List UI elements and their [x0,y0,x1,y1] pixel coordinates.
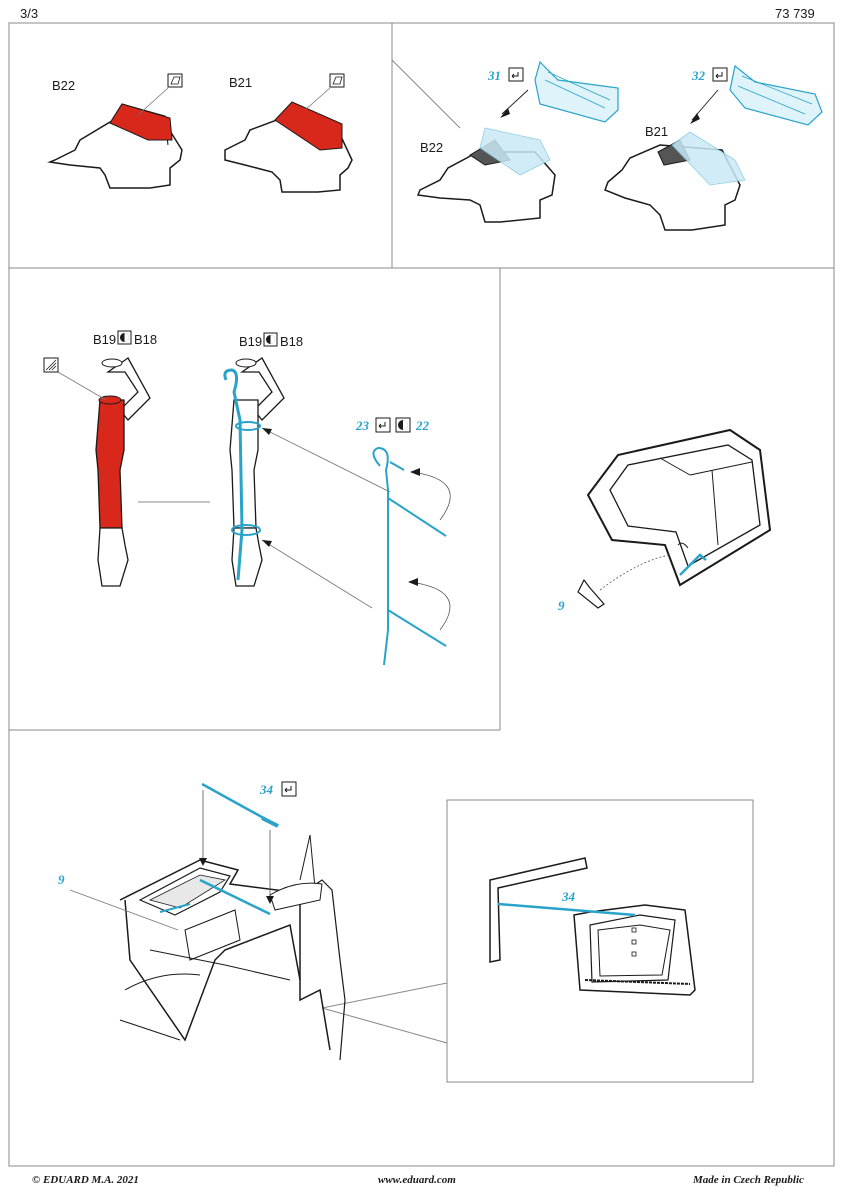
label-part-31: 31 [488,68,501,83]
label-part-9-canopy: 9 [558,598,565,613]
label-b22-right: B22 [420,140,444,155]
label-b21-right: B21 [645,124,669,139]
etched-wire-23-22 [372,417,451,666]
cowl-b22-right [416,60,619,223]
cowl-b21-left [224,73,353,193]
label-b21-left: B21 [229,75,253,90]
label-b19-b: B19 [239,334,263,349]
footer-copyright: © EDUARD M.A. 2021 [32,1174,139,1186]
footer-website: www.eduard.com [378,1174,456,1186]
label-b18-b: B18 [280,334,304,349]
label-part-9-cockpit: 9 [58,872,65,887]
product-code: 73 739 [775,6,815,21]
label-b19-a: B19 [93,332,117,347]
footer-made-in: Made in Czech Republic [693,1174,804,1186]
stick-red [43,357,151,587]
cowl-b21-right [604,64,823,231]
label-part-32: 32 [692,68,705,83]
detail-inset [489,857,696,996]
label-b18-a: B18 [134,332,158,347]
label-part-34: 34 [260,782,273,797]
page-number: 3/3 [20,6,39,21]
stick-etched [223,357,391,609]
symbol-boxes-b19-b18 [117,330,278,347]
cockpit-view [69,781,346,1061]
label-b22-left: B22 [52,78,76,93]
label-part-22: 22 [416,418,429,433]
label-part-34-detail: 34 [562,889,575,904]
cowl-b22-left [47,73,183,189]
canopy-box [577,428,772,609]
label-part-23: 23 [356,418,369,433]
